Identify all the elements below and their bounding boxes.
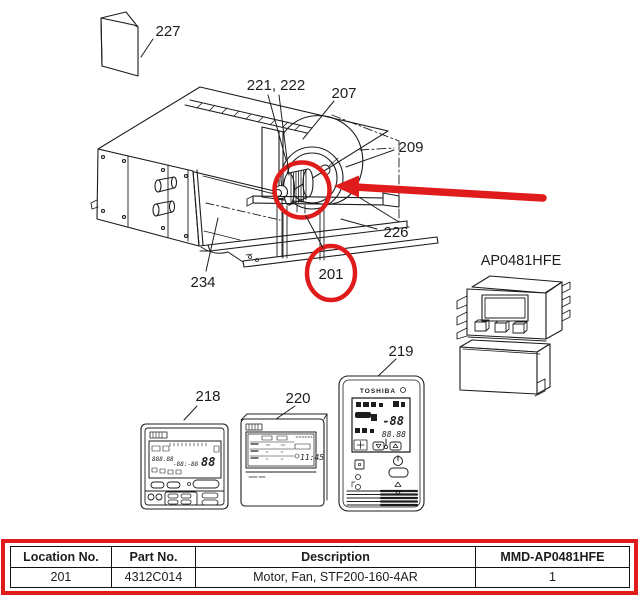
row-buttons [150, 479, 220, 489]
callout-labels: 227 221, 222 207 209 226 234 201 218 219… [155, 23, 561, 407]
motor-highlight-circle [272, 160, 332, 220]
callout-209: 209 [398, 139, 423, 156]
lcd-219 [351, 397, 411, 453]
parts-table: Location No. Part No. Description MMD-AP… [10, 546, 631, 588]
remote-controller-220: 11:45 [240, 413, 328, 507]
header-description: Description [195, 546, 476, 568]
header-part-no: Part No. [110, 546, 197, 568]
callout-207: 207 [331, 85, 356, 102]
callout-220: 220 [285, 390, 310, 407]
toshiba-logo: TOSHIBA [360, 388, 396, 395]
remote-controller-218: 888.88 -88:-88 88 [140, 423, 229, 510]
lcd-219-lower [353, 438, 402, 451]
highlight-annotations [272, 160, 547, 303]
callout-201: 201 [318, 266, 343, 283]
logo-mark [400, 387, 406, 393]
table-row: 201 4312C014 Motor, Fan, STF200-160-4AR … [10, 566, 631, 588]
lcd-218-right: 88 [201, 455, 215, 469]
lcd-220-clock: 11:45 [300, 453, 324, 462]
callout-218: 218 [195, 388, 220, 405]
module-cover-box [459, 339, 551, 397]
temp-down-button [372, 441, 385, 451]
lcd-219-icons [355, 401, 405, 433]
lcd-218 [148, 440, 222, 479]
on-off-button [388, 467, 409, 478]
louver-grille [346, 489, 419, 507]
module-buttons [474, 319, 528, 334]
callout-219: 219 [388, 343, 413, 360]
callout-leaders [140, 38, 397, 421]
callout-221-222: 221, 222 [247, 77, 305, 94]
cell-location-no: 201 [10, 566, 112, 588]
lcd-219-temp: -88 [382, 414, 404, 428]
cell-quantity: 1 [474, 566, 631, 588]
module-label: AP0481HFE [481, 253, 562, 269]
cell-part-no: 4312C014 [110, 566, 197, 588]
keypad-218 [144, 490, 225, 506]
header-location-no: Location No. [10, 546, 112, 568]
temp-up-button [389, 441, 402, 451]
exploded-parts-diagram: 227 221, 222 207 209 226 234 201 218 219… [90, 11, 571, 512]
schedule-grid [249, 435, 295, 460]
brand-chip [245, 423, 263, 431]
cell-description: Motor, Fan, STF200-160-4AR [195, 566, 476, 588]
callout-234: 234 [190, 274, 215, 291]
callout-201-circle [304, 243, 358, 303]
lcd-220 [245, 431, 317, 469]
lcd-218-mid: -88:-88 [173, 461, 199, 468]
lcd-219-clock: 88.88 [382, 430, 406, 439]
motor-pointer-arrow [334, 175, 547, 202]
parts-table-frame: Location No. Part No. Description MMD-AP… [1, 539, 638, 595]
lcd-218-left: 888.88 [152, 456, 174, 463]
callout-227: 227 [155, 23, 180, 40]
table-header-row: Location No. Part No. Description MMD-AP… [10, 546, 631, 568]
remote-219-buttons [351, 455, 409, 496]
callout-226: 226 [383, 224, 408, 241]
remote-controller-219: TOSHIBA -88 88.88 [338, 375, 425, 512]
pipe-stubs [152, 176, 178, 217]
manual-booklet [100, 11, 139, 77]
control-module-ap0481hfe [456, 275, 571, 397]
header-model: MMD-AP0481HFE [474, 546, 631, 568]
brand-chip [149, 431, 168, 439]
